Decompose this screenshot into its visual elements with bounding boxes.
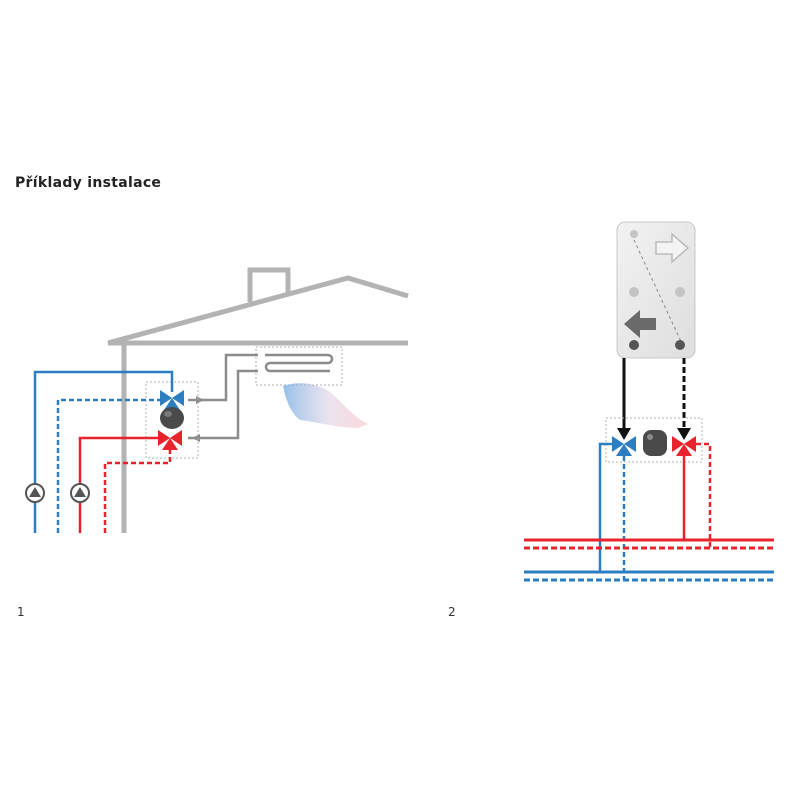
actuator-icon [643, 430, 667, 456]
figure-2-diagram [524, 221, 774, 582]
return-pipes [598, 442, 626, 580]
pump-icon [25, 483, 45, 503]
arrow-icon [192, 434, 200, 442]
mixing-unit [145, 381, 199, 459]
return-pipes [33, 370, 174, 533]
heat-exchanger-icon [616, 221, 696, 359]
mixing-unit [605, 417, 703, 463]
radiator-pipes [188, 353, 258, 440]
house-outline [107, 267, 409, 533]
arrow-icon [617, 428, 631, 440]
figure-1-diagram [25, 267, 409, 533]
exchanger-pipes [622, 358, 686, 430]
mixing-valve-icon [612, 436, 636, 456]
radiator-icon [255, 346, 343, 386]
supply-pipes [682, 442, 712, 548]
figure-1-label: 1 [17, 605, 25, 619]
warm-air-flow [283, 383, 368, 428]
mixing-valve-icon [160, 390, 184, 410]
mixing-valve-icon [158, 430, 182, 450]
arrow-icon [196, 396, 204, 404]
page-title: Příklady instalace [15, 175, 162, 191]
pump-icon [70, 483, 90, 503]
actuator-icon [160, 407, 184, 429]
return-main [524, 570, 774, 582]
figure-2-label: 2 [448, 605, 456, 619]
arrow-icon [677, 428, 691, 440]
mixing-valve-icon [672, 436, 696, 456]
supply-main [524, 538, 774, 550]
